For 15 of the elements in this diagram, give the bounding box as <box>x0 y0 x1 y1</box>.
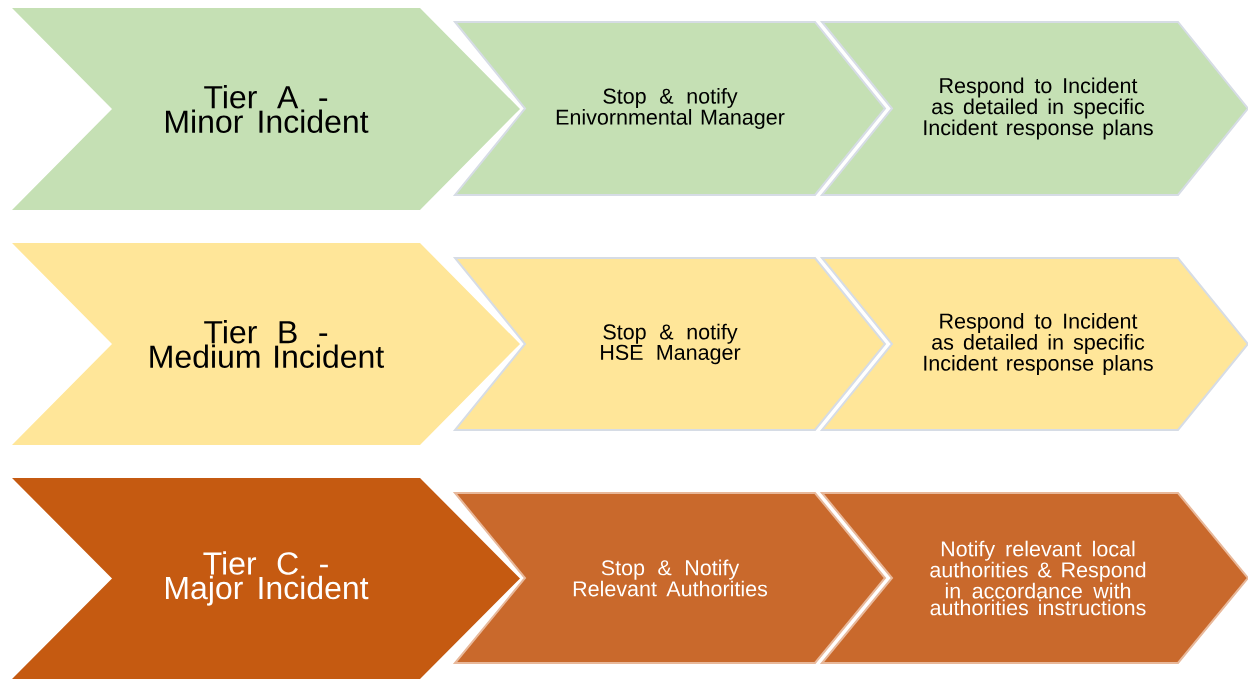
node-label: Tier A - Minor Incident <box>165 85 369 133</box>
tier-block: Tier A - Minor Incident <box>12 8 520 210</box>
node-label: Respond to Incident as detailed in specific Incident response plans <box>924 312 1153 376</box>
step-block: Stop & Notify Relevant Authorities <box>452 492 887 664</box>
node-label: Stop & Notify Relevant Authorities <box>573 559 768 597</box>
tier-block: Tier B - Medium Incident <box>12 243 520 445</box>
step-block: Notify relevant local authorities & Respond in accordance with authorities instructions <box>819 492 1248 664</box>
node-label: Respond to Incident as detailed in specific Incident response plans <box>924 77 1153 140</box>
step-block: Respond to Incident as detailed in specific Incident response plans <box>819 21 1248 196</box>
node-label: Notify relevant local authorities & Respond in accordance with authorities instructions <box>930 540 1146 616</box>
node-label: Tier B - Medium Incident <box>150 320 384 368</box>
tier-block: Tier C - Major Incident <box>12 478 520 679</box>
step-block: Respond to Incident as detailed in specific Incident response plans <box>819 257 1248 431</box>
step-block: Stop & notify Enivornmental Manager <box>452 21 887 196</box>
step-block: Stop & notify HSE Manager <box>452 257 887 431</box>
